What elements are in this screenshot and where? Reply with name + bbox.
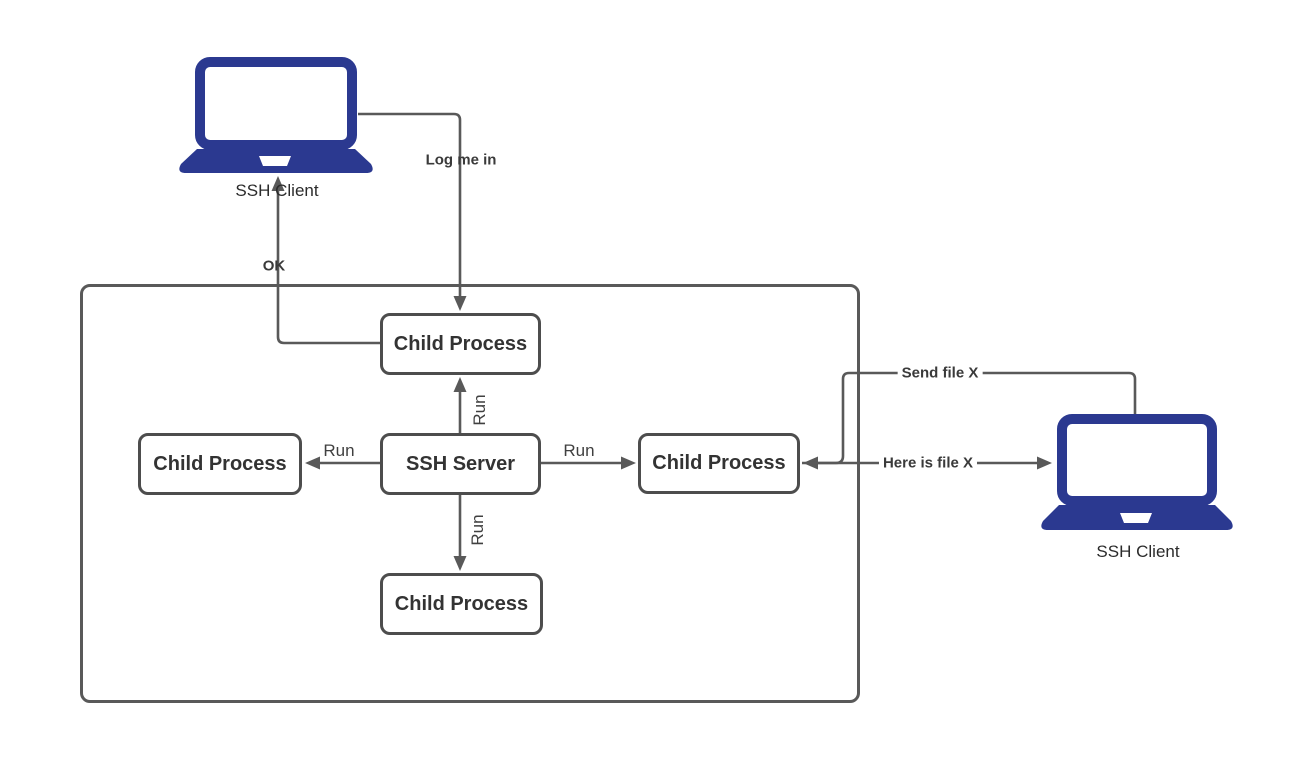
node-label: Child Process xyxy=(393,332,528,355)
node-ssh-server: SSH Server xyxy=(380,433,541,495)
run-top-arrow xyxy=(453,377,467,433)
ssh-client-right-label: SSH Client xyxy=(1096,542,1180,561)
run-right-arrow xyxy=(541,456,636,470)
run-bottom-arrow xyxy=(453,495,467,571)
ssh-client-left-label: SSH Client xyxy=(235,181,319,200)
run-top-label: Run xyxy=(470,394,489,426)
node-child-process-left: Child Process xyxy=(138,433,302,495)
send-file-x-label: Send file X xyxy=(897,364,983,382)
node-child-process-top: Child Process xyxy=(380,313,541,375)
node-label: Child Process xyxy=(652,452,786,474)
ok-label: OK xyxy=(262,257,286,275)
node-child-process-bottom: Child Process xyxy=(380,573,543,635)
node-child-process-right: Child Process xyxy=(638,433,800,494)
server-group-box xyxy=(80,284,860,703)
laptop-icon xyxy=(1041,414,1233,530)
run-right-label: Run xyxy=(563,441,595,460)
run-left-label: Run xyxy=(323,441,355,460)
node-label: Child Process xyxy=(153,452,287,475)
node-label: Child Process xyxy=(394,592,529,615)
here-is-file-x-label: Here is file X xyxy=(878,454,978,472)
log-me-in-arrow xyxy=(358,112,467,311)
run-bottom-label: Run xyxy=(468,514,487,546)
run-left-arrow xyxy=(305,456,380,470)
log-me-in-label: Log me in xyxy=(425,151,497,169)
ok-arrow xyxy=(271,176,380,345)
laptop-icon xyxy=(179,57,373,173)
node-label: SSH Server xyxy=(406,452,515,475)
